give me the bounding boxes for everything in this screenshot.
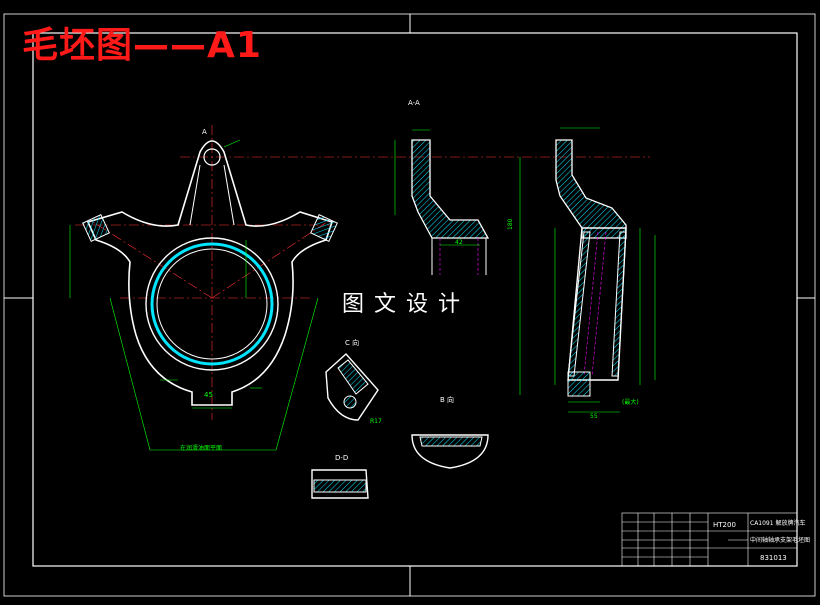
dim-55: 55	[590, 413, 598, 420]
tb-drawing-no: 831013	[760, 554, 787, 562]
section-dd-view: D-D	[311, 454, 369, 499]
aa-section-body	[411, 139, 490, 239]
title-block	[621, 512, 798, 567]
sheet-frame	[3, 13, 816, 597]
watermark-text: 图文设计	[342, 292, 471, 317]
side-bore-wall	[567, 227, 627, 381]
dim-r17: R17	[370, 418, 382, 425]
view-label-c: C 向	[345, 338, 359, 347]
dim-42: 42	[455, 239, 463, 246]
tb-material: HT200	[713, 521, 736, 529]
side-section-view: 180 55 (最大)	[507, 127, 656, 420]
view-label-dd: D-D	[335, 454, 348, 462]
view-label-aa: A-A	[408, 99, 420, 107]
dim-max: (最大)	[622, 398, 639, 406]
tb-project: CA1091 解放牌汽车	[750, 519, 805, 527]
view-c: C 向 R17	[325, 338, 382, 425]
view-label-b: B 向	[440, 395, 454, 404]
main-dims	[69, 139, 319, 451]
side-dims	[519, 127, 656, 413]
top-hole	[203, 148, 221, 166]
right-lug-section	[310, 214, 338, 242]
dim-180: 180	[507, 218, 514, 230]
section-aa-view: A-A 42	[394, 99, 490, 275]
view-b: B 向	[411, 395, 489, 469]
plane-note: 在润滑油面平面	[180, 444, 222, 452]
left-lug-section	[82, 214, 110, 242]
bore-inner	[156, 248, 268, 360]
bracket-outline	[86, 140, 334, 406]
bore-outer	[145, 237, 279, 371]
main-view: A 45 在润滑油面平面	[69, 125, 650, 452]
side-foot-section	[567, 371, 591, 397]
view-label-a: A	[202, 128, 207, 136]
tb-part-name: 中间轴轴承支架毛坯图	[750, 536, 810, 544]
drawing-title: 毛坯图——A1	[22, 25, 262, 66]
dim-45: 45	[204, 391, 213, 399]
bore-machined	[150, 242, 274, 366]
